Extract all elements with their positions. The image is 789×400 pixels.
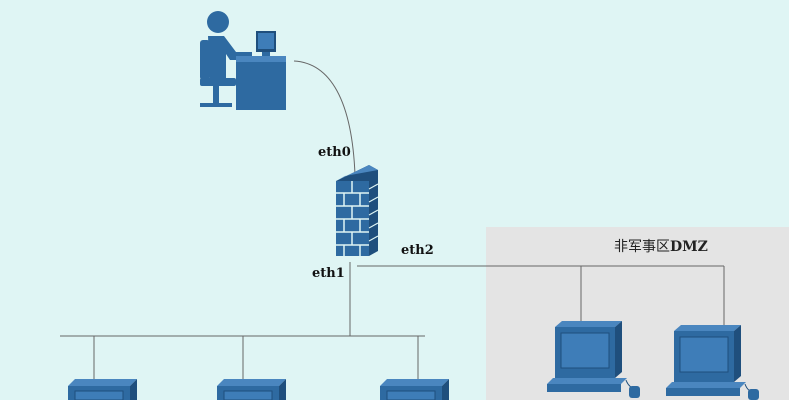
dmz-title: 非军事区DMZ [614,236,708,256]
user-at-desk-icon [200,11,286,110]
eth2-label: eth2 [401,243,434,258]
dmz-title-cn: 非军事区 [614,239,670,255]
firewall-icon [336,165,379,256]
server-icon [217,379,286,400]
server-icon [68,379,137,400]
uplink-line [293,60,356,176]
workstation-icon [666,325,759,400]
dmz-title-latin: DMZ [670,239,708,255]
eth0-label: eth0 [318,145,351,160]
eth1-label: eth1 [312,266,345,281]
connection-lines [60,60,725,385]
server-icon [380,379,449,400]
workstation-icon [547,321,640,398]
